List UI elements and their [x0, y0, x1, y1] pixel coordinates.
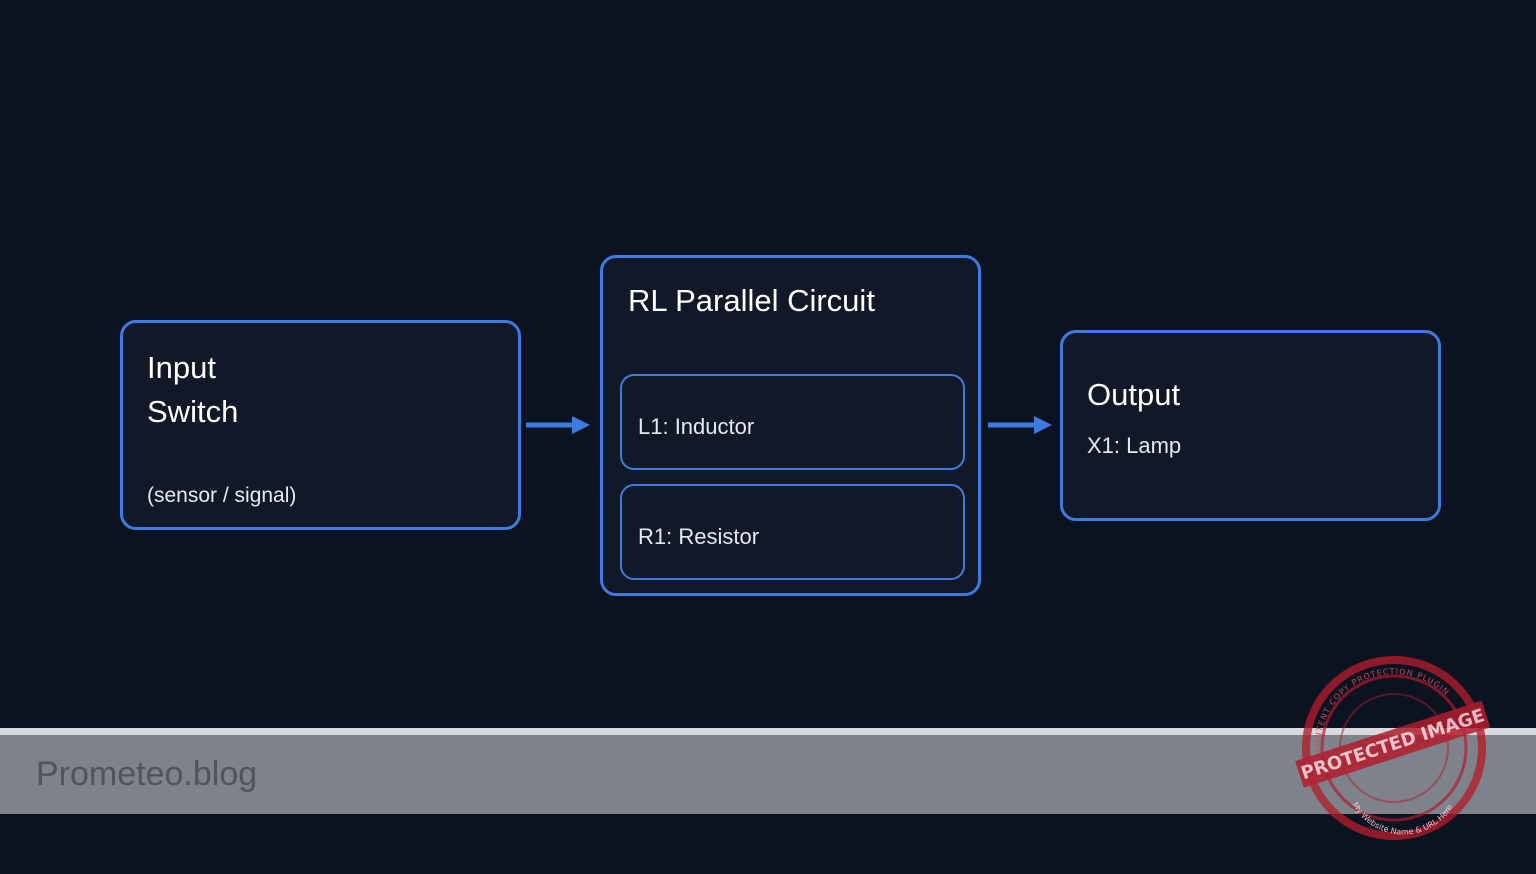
- input-title-line1: Input: [147, 350, 216, 385]
- input-switch-block: Input Switch (sensor / signal): [120, 320, 521, 530]
- lamp-label: X1: Lamp: [1087, 433, 1182, 458]
- footer-banner: Prometeo.blog: [0, 735, 1536, 814]
- arrow-right-icon: [988, 416, 1052, 434]
- output-title: Output: [1087, 377, 1181, 412]
- protected-image-stamp: CONTENT COPY PROTECTION PLUGIN PROTECTED…: [1294, 649, 1491, 852]
- stamp-ring-bottom: My Website Name & URL Here: [1350, 773, 1459, 852]
- resistor-component-box: R1: Resistor: [620, 484, 965, 580]
- arrow-right-icon: [526, 416, 590, 434]
- inductor-component-box: L1: Inductor: [620, 374, 965, 470]
- rl-parallel-circuit-block: RL Parallel Circuit L1: Inductor R1: Res…: [600, 255, 981, 596]
- output-block: Output X1: Lamp: [1060, 330, 1441, 521]
- input-subtitle: (sensor / signal): [147, 484, 297, 507]
- input-title-line2: Switch: [147, 394, 239, 429]
- svg-text:My Website Name & URL Here: My Website Name & URL Here: [1350, 773, 1459, 852]
- footer-divider: [0, 728, 1536, 735]
- resistor-label: R1: Resistor: [638, 524, 760, 549]
- inductor-label: L1: Inductor: [638, 414, 755, 439]
- circuit-title: RL Parallel Circuit: [628, 283, 875, 318]
- brand-name: Prometeo.blog: [36, 755, 258, 793]
